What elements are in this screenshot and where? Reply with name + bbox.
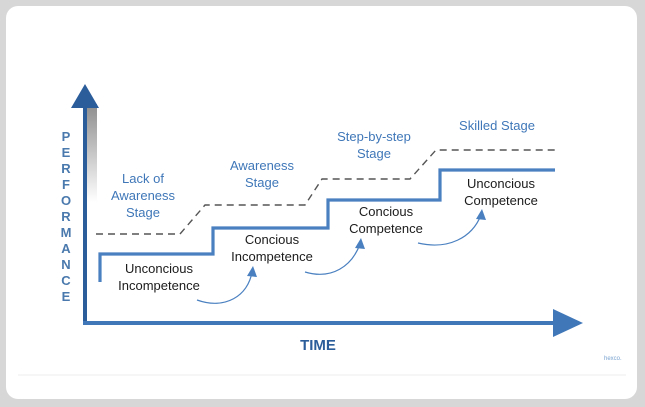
- stage-dashed-line: [96, 149, 555, 235]
- y-axis-letter: O: [61, 193, 71, 208]
- gradient-bar: [86, 104, 97, 202]
- stage-label-skilled: Skilled Stage: [459, 118, 535, 133]
- progress-arrow-2: [304, 243, 361, 275]
- progress-arrowhead-3: [476, 209, 486, 220]
- y-axis-letter: N: [61, 257, 70, 272]
- x-axis-label: TIME: [300, 337, 336, 354]
- y-axis-letter: E: [62, 289, 71, 304]
- competence-step-line: [98, 168, 555, 282]
- y-axis-letter: C: [61, 273, 71, 288]
- diagram-frame: [6, 6, 637, 399]
- progress-arrowhead-2: [355, 238, 365, 249]
- y-axis-letter: A: [61, 241, 71, 256]
- y-axis-letter: E: [62, 145, 71, 160]
- progress-arrowhead-1: [247, 266, 257, 277]
- x-axis-arrowhead: [553, 309, 583, 337]
- y-axis-letter: M: [61, 225, 72, 240]
- y-axis-letter: R: [61, 209, 71, 224]
- y-axis-letter: F: [62, 177, 70, 192]
- y-axis-letter: R: [61, 161, 71, 176]
- progress-arrow-3: [417, 214, 482, 246]
- progress-arrow-1: [196, 271, 253, 304]
- credit-text: hexco.: [604, 356, 622, 362]
- y-axis-arrowhead: [71, 84, 99, 108]
- y-axis-letter: P: [62, 129, 71, 144]
